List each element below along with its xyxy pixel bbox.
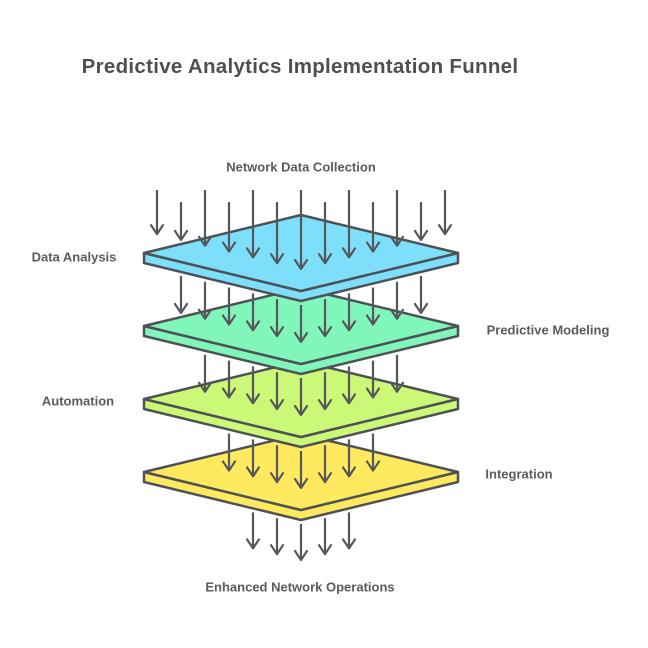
page-title: Predictive Analytics Implementation Funn… — [81, 55, 519, 78]
flow-arrow-head — [341, 320, 357, 332]
flow-arrow-head — [293, 331, 309, 344]
label-integration: Integration — [485, 466, 553, 482]
flow-arrow-head — [173, 229, 189, 242]
flow-arrow-head — [317, 326, 333, 338]
flow-arrow-head — [269, 544, 285, 556]
flow-arrow-head — [293, 258, 309, 271]
flow-arrow-head — [269, 326, 285, 338]
flow-arrow-head — [197, 308, 213, 320]
flow-arrow-head — [269, 253, 285, 265]
flow-arrow-head — [149, 224, 165, 236]
flow-arrow-head — [269, 399, 285, 411]
flow-arrow-head — [245, 247, 261, 259]
flow-arrow-head — [245, 393, 261, 405]
flow-arrow-head — [317, 544, 333, 556]
flow-arrow-head — [365, 387, 381, 399]
flow-arrow-head — [341, 247, 357, 259]
flow-arrow-head — [413, 302, 429, 315]
flow-arrow-head — [317, 472, 333, 484]
label-data-analysis: Data Analysis — [31, 249, 117, 265]
label-automation: Automation — [41, 393, 115, 409]
flow-arrow-head — [365, 314, 381, 326]
flow-arrow-head — [269, 472, 285, 484]
flow-arrow-head — [341, 466, 357, 478]
flow-arrow-head — [389, 235, 405, 247]
flow-arrow-head — [293, 549, 309, 562]
flow-arrow-head — [317, 253, 333, 265]
flow-arrow-head — [341, 393, 357, 405]
flow-arrow-head — [221, 314, 237, 326]
flow-arrow-head — [245, 538, 261, 550]
flow-arrow-head — [365, 460, 381, 472]
flow-arrow-head — [293, 477, 309, 490]
flow-arrow-head — [221, 241, 237, 253]
flow-arrow-head — [341, 538, 357, 550]
flow-arrow-head — [221, 460, 237, 472]
flow-arrow-head — [437, 224, 453, 236]
flow-arrow-head — [365, 241, 381, 253]
flow-arrow-head — [197, 381, 213, 393]
flow-arrow-head — [389, 308, 405, 320]
flow-arrow-head — [221, 387, 237, 399]
output-label: Enhanced Network Operations — [205, 579, 395, 595]
flow-arrow-head — [413, 229, 429, 242]
flow-arrow-head — [293, 404, 309, 417]
input-label: Network Data Collection — [226, 159, 376, 175]
flow-arrow-head — [173, 302, 189, 315]
flow-arrow-head — [245, 320, 261, 332]
flow-arrow-head — [197, 235, 213, 247]
flow-arrow-head — [389, 381, 405, 393]
label-predictive-modeling: Predictive Modeling — [486, 322, 610, 338]
flow-arrow-head — [245, 466, 261, 478]
flow-arrow-head — [317, 399, 333, 411]
